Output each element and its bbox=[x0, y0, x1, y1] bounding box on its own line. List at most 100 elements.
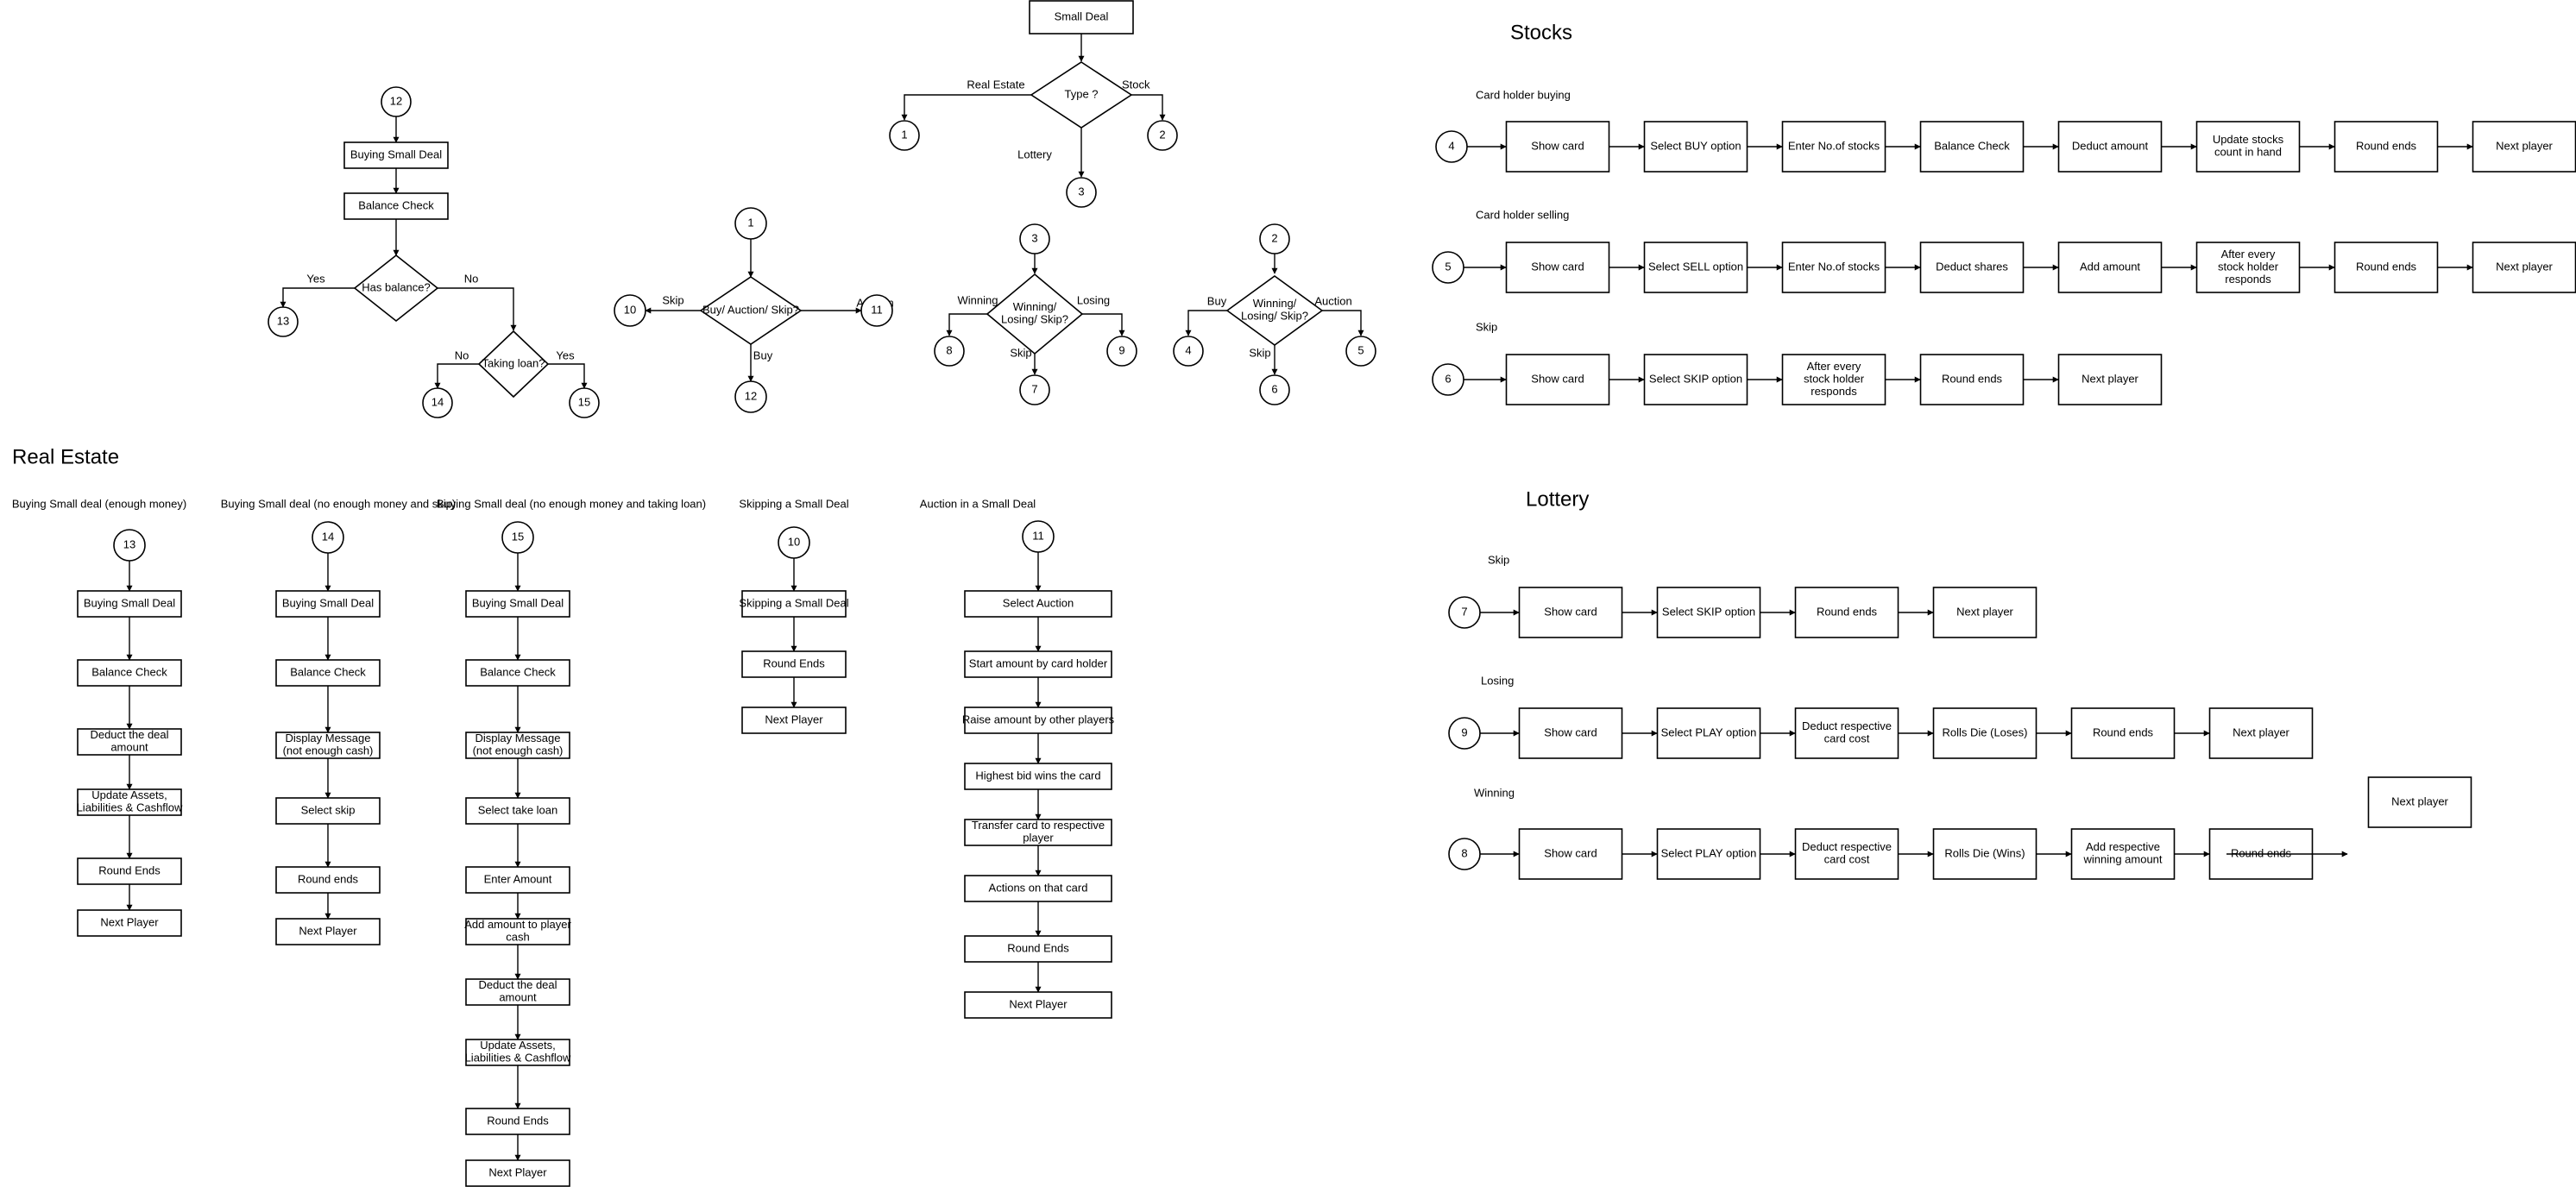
lottery-losing-step-4-text: Rolls Die (Loses) bbox=[1943, 725, 2028, 738]
connector-13 bbox=[268, 306, 299, 337]
re-auction-step-8 bbox=[964, 991, 1112, 1019]
re-skipping-step-2 bbox=[741, 650, 847, 678]
buying-small-deal-box-text: Buying Small Deal bbox=[350, 148, 442, 160]
connector-12-buy bbox=[734, 380, 767, 413]
connector-13-text: 13 bbox=[277, 314, 289, 327]
stocks-selling-step-7-text: Round ends bbox=[2356, 260, 2417, 273]
re-auction-step-3 bbox=[964, 707, 1112, 734]
re-skipping-step-3-text: Next Player bbox=[765, 713, 823, 725]
lottery-losing-start-node-text: 9 bbox=[1461, 725, 1467, 738]
re-skip-step-6 bbox=[275, 918, 381, 945]
stocks-selling-step-8 bbox=[2472, 242, 2576, 293]
stocks-selling-step-3 bbox=[1781, 242, 1886, 293]
lottery-decision-text: Winning/Losing/ Skip? bbox=[1001, 300, 1068, 326]
re-loan-title: Buying Small deal (no enough money and t… bbox=[437, 497, 706, 510]
label-yes: Yes bbox=[306, 272, 325, 285]
re-enough-step-1-text: Buying Small Deal bbox=[84, 596, 175, 609]
connector-3-text: 3 bbox=[1078, 185, 1084, 198]
stocks-selling-step-5 bbox=[2057, 242, 2163, 293]
connector-10-text: 10 bbox=[624, 303, 636, 316]
stocks-skip-step-1-text: Show card bbox=[1531, 372, 1584, 385]
stocks-skip-step-2-text: Select SKIP option bbox=[1649, 372, 1742, 385]
re-skip-step-1-text: Buying Small Deal bbox=[282, 596, 374, 609]
label-stock-auction: Auction bbox=[1314, 294, 1351, 307]
lottery-losing-step-3 bbox=[1794, 707, 1899, 759]
buy-auction-skip-decision-text: Buy/ Auction/ Skip? bbox=[702, 303, 799, 316]
stocks-buying-step-3-text: Enter No.of stocks bbox=[1788, 139, 1880, 152]
stocks-selling-title: Card holder selling bbox=[1476, 208, 1569, 221]
re-loan-step-9 bbox=[465, 1108, 570, 1135]
re-enough-step-4 bbox=[77, 788, 182, 816]
taking-loan-decision-text: Taking loan? bbox=[482, 356, 545, 369]
re-skip-step-6-text: Next Player bbox=[299, 924, 357, 937]
re-loan-step-5-text: Enter Amount bbox=[484, 872, 552, 885]
re-skip-step-5-text: Round ends bbox=[298, 872, 359, 885]
lottery-skip-title: Skip bbox=[1488, 553, 1509, 566]
lottery-losing-step-2-text: Select PLAY option bbox=[1661, 725, 1757, 738]
re-loan-start-node-text: 15 bbox=[512, 530, 524, 543]
arrow-stock-buy bbox=[1185, 310, 1227, 336]
stocks-buying-step-8 bbox=[2472, 121, 2576, 173]
connector-7 bbox=[1019, 374, 1050, 405]
re-skip-step-4 bbox=[275, 797, 381, 825]
arrow-lottery-losing bbox=[1082, 313, 1125, 336]
lottery-winning-step-2 bbox=[1656, 828, 1761, 880]
stocks-selling-step-4-text: Deduct shares bbox=[1936, 260, 2008, 273]
stocks-skip-title: Skip bbox=[1476, 320, 1497, 333]
re-auction-step-1-text: Select Auction bbox=[1003, 596, 1074, 609]
stocks-buying-step-1-text: Show card bbox=[1531, 139, 1584, 152]
label-skip: Skip bbox=[662, 293, 683, 306]
lottery-losing-step-5 bbox=[2070, 707, 2176, 759]
re-loan-step-8-text: Update Assets,Liabilities & Cashflow bbox=[465, 1039, 571, 1065]
stocks-skip-step-5 bbox=[2057, 354, 2163, 405]
stocks-skip-step-4-text: Round ends bbox=[1942, 372, 2003, 385]
lottery-losing-step-2 bbox=[1656, 707, 1761, 759]
connector-4 bbox=[1173, 336, 1204, 367]
connector-1 bbox=[889, 120, 920, 151]
re-auction-step-2 bbox=[964, 650, 1112, 678]
lottery-losing-step-4 bbox=[1932, 707, 2037, 759]
detached-next-player-box bbox=[2367, 776, 2472, 828]
lottery-skip-step-2 bbox=[1656, 587, 1761, 638]
arrow-loan-yes-to-15 bbox=[548, 363, 588, 389]
re-enough-step-2 bbox=[77, 659, 182, 687]
stocks-skip-step-2 bbox=[1643, 354, 1748, 405]
arrow-lottery-winning bbox=[946, 313, 987, 336]
stocks-buying-step-5-text: Deduct amount bbox=[2072, 139, 2149, 152]
re-enough-title: Buying Small deal (enough money) bbox=[12, 497, 186, 510]
label-losing: Losing bbox=[1077, 293, 1110, 306]
has-balance-decision bbox=[353, 254, 439, 323]
stocks-buying-step-4-text: Balance Check bbox=[1934, 139, 2010, 152]
re-enough-step-2-text: Balance Check bbox=[91, 665, 167, 678]
stocks-selling-step-5-text: Add amount bbox=[2080, 260, 2140, 273]
has-balance-decision-text: Has balance? bbox=[362, 280, 431, 293]
re-auction-step-8-text: Next Player bbox=[1009, 997, 1068, 1010]
lottery-skip-step-1-text: Show card bbox=[1544, 605, 1597, 618]
stocks-buying-step-5 bbox=[2057, 121, 2163, 173]
stocks-selling-step-1-text: Show card bbox=[1531, 260, 1584, 273]
lottery-winning-start-node-text: 8 bbox=[1461, 846, 1467, 859]
stocks-skip-step-3 bbox=[1781, 354, 1886, 405]
type-decision-text: Type ? bbox=[1064, 87, 1098, 100]
lottery-winning-step-4-text: Rolls Die (Wins) bbox=[1944, 846, 2025, 859]
re-auction-step-7-text: Round Ends bbox=[1007, 941, 1069, 954]
section-title-real-estate: Real Estate bbox=[12, 445, 119, 468]
arrow-no-to-loan bbox=[438, 287, 517, 331]
stocks-buying-title: Card holder buying bbox=[1476, 88, 1571, 101]
label-winning: Winning bbox=[958, 293, 998, 306]
connector-11-text: 11 bbox=[871, 303, 883, 316]
stocks-skip-step-4 bbox=[1919, 354, 2025, 405]
re-enough-step-6-text: Next Player bbox=[100, 915, 159, 928]
connector-9 bbox=[1106, 336, 1137, 367]
re-skip-step-5 bbox=[275, 866, 381, 894]
re-skip-step-1 bbox=[275, 590, 381, 618]
re-skipping-title: Skipping a Small Deal bbox=[739, 497, 848, 510]
lottery-losing-step-6-text: Next player bbox=[2233, 725, 2289, 738]
connector-9-text: 9 bbox=[1118, 343, 1124, 356]
re-enough-step-5-text: Round Ends bbox=[98, 864, 161, 876]
arrow-yes-to-13 bbox=[280, 287, 355, 308]
